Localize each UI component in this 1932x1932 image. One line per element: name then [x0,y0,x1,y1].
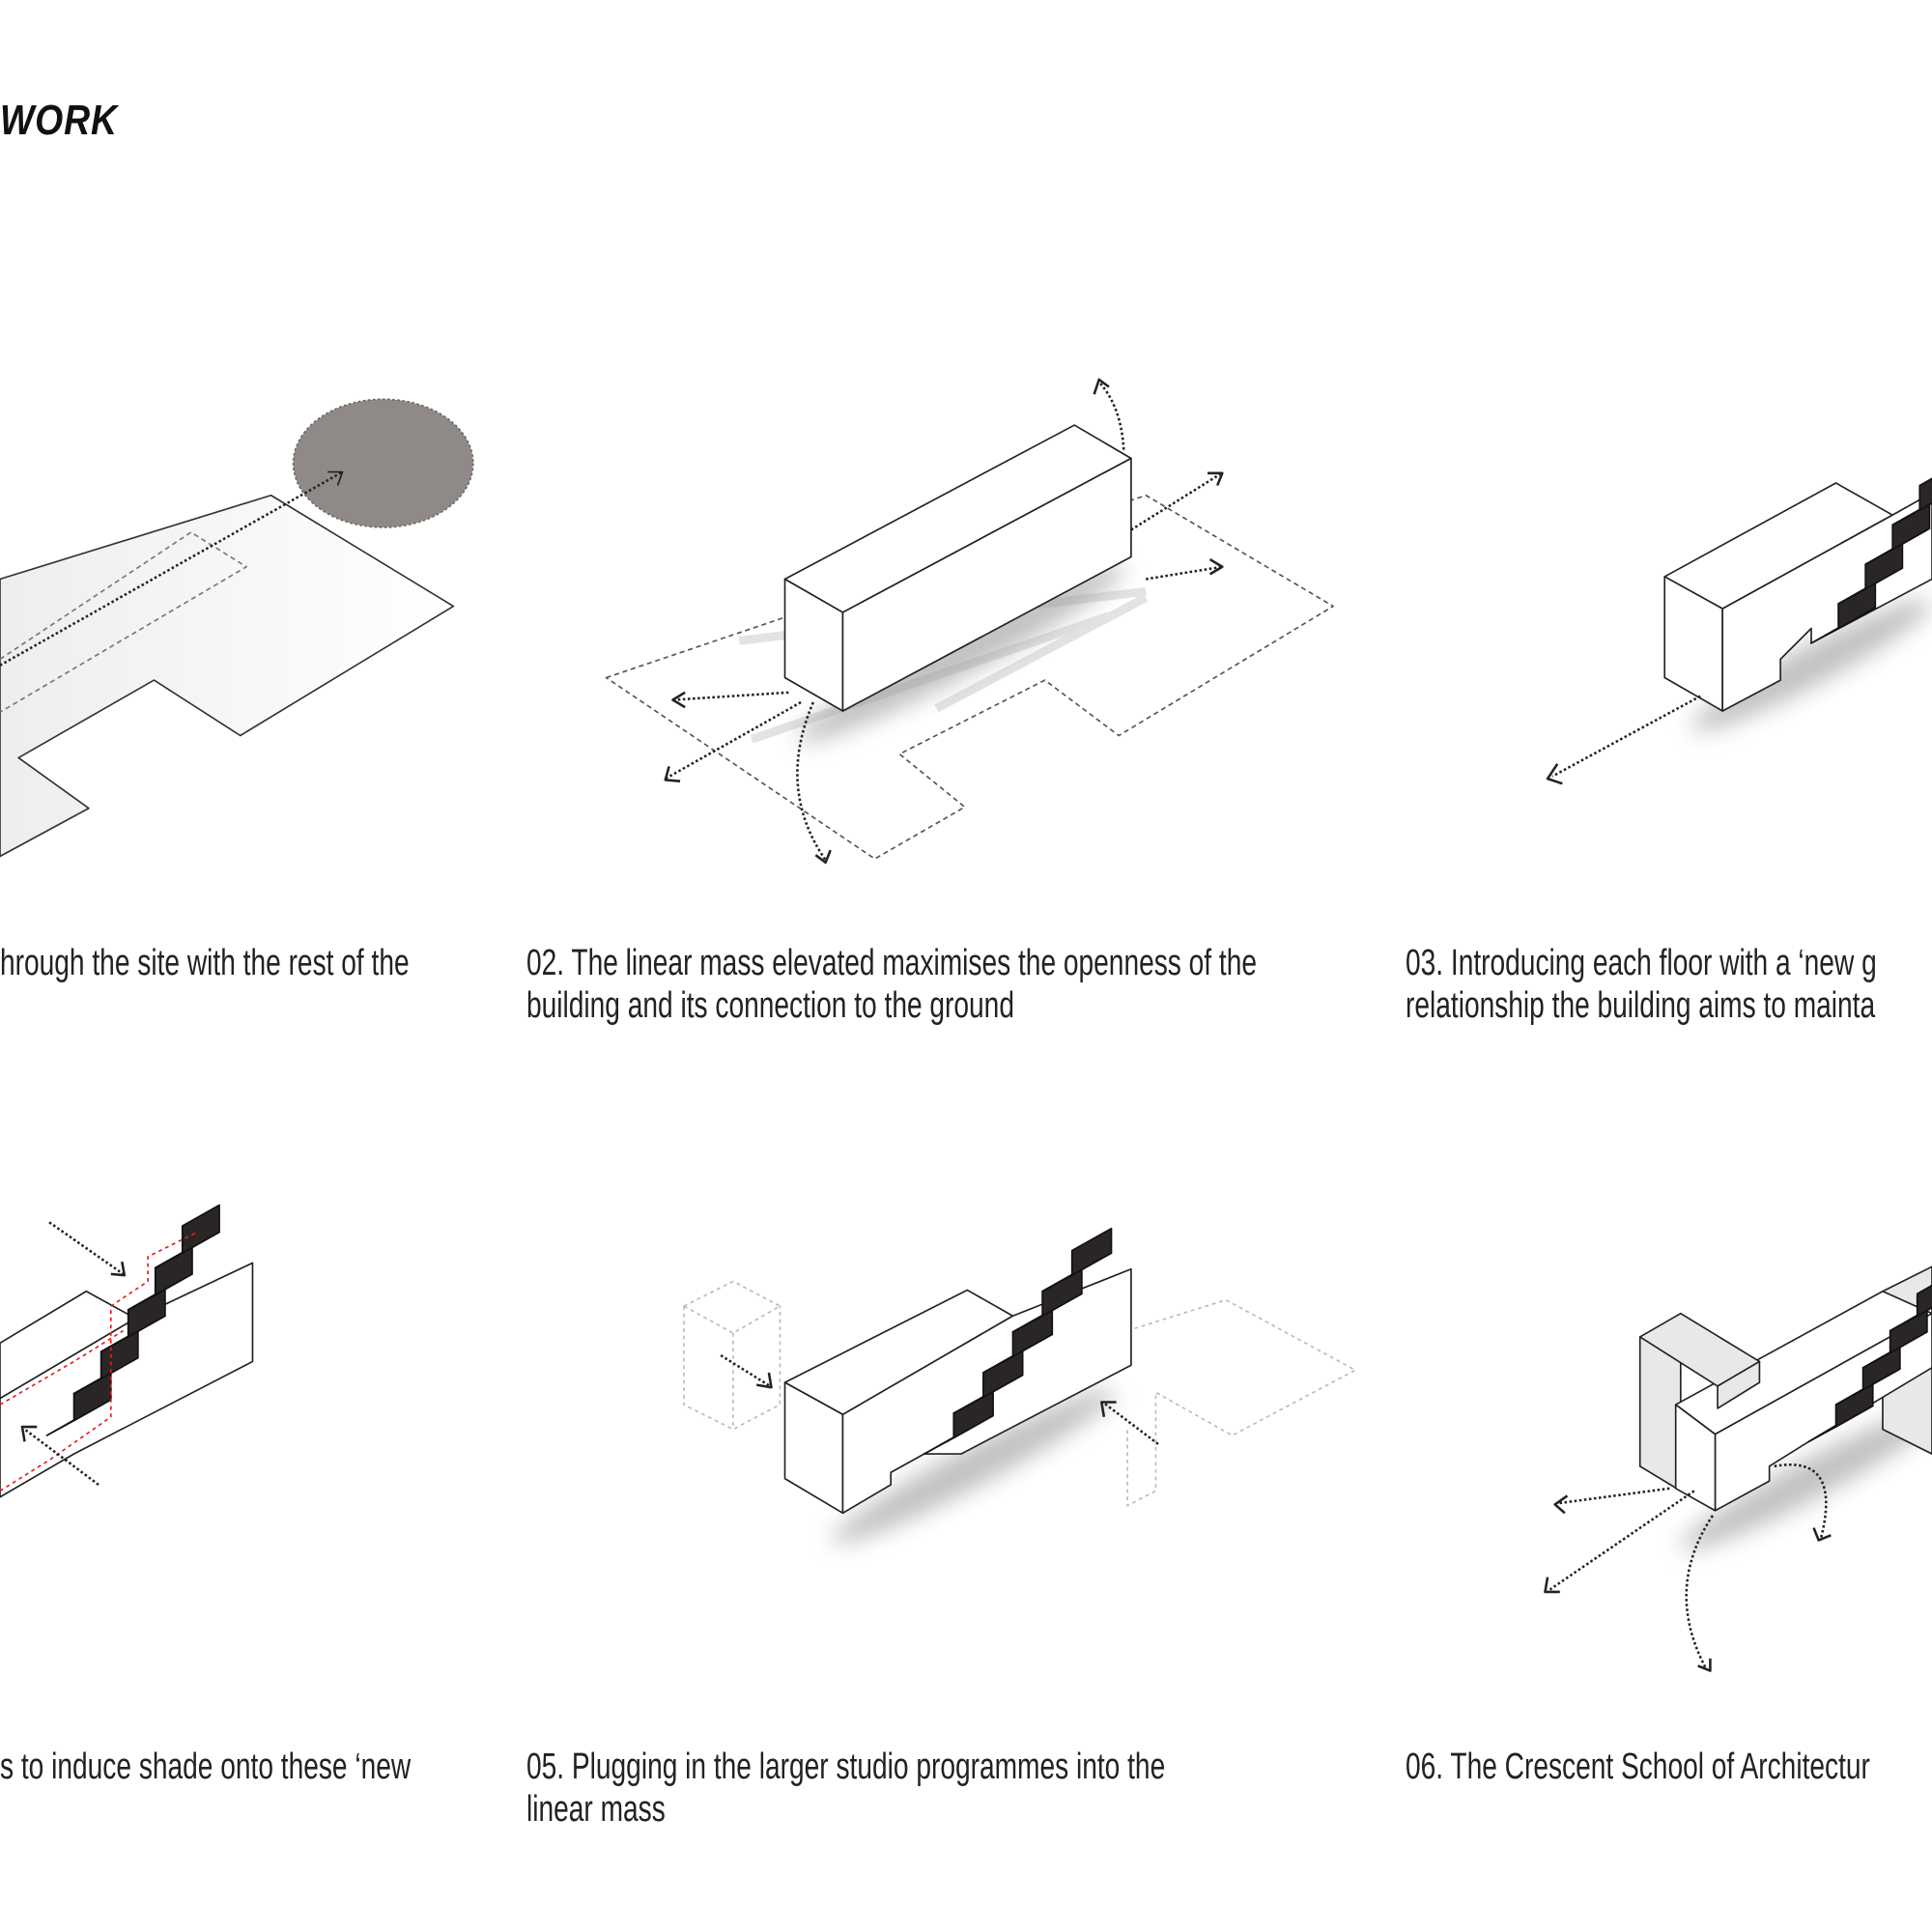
diagram-04-shade [0,1204,254,1498]
section-title: WORK [0,97,118,144]
caption-02: 02. The linear mass elevated maximises t… [526,943,1258,1026]
diagram-03-floor-steps [1546,477,1932,785]
stair-riser [1918,477,1932,511]
stair-riser [1916,1284,1932,1318]
stair-riser [1070,1227,1113,1276]
caption-04: s to induce shade onto these ‘new [0,1747,412,1787]
diagram-01-site [0,398,474,858]
diagram-05-studio-plugs [683,1227,1356,1544]
stair-riser [154,1245,193,1296]
caption-05: 05. Plugging in the larger studio progra… [526,1747,1166,1830]
caption-01: hrough the site with the rest of the [0,943,410,983]
stair-riser [181,1204,220,1255]
sun-icon [292,398,474,528]
diagram-02-elevated-mass [605,378,1334,865]
caption-06: 06. The Crescent School of Architectur [1406,1747,1870,1787]
diagram-06-final-school [1544,1265,1932,1672]
caption-03: 03. Introducing each floor with a ‘new g… [1406,943,1877,1026]
